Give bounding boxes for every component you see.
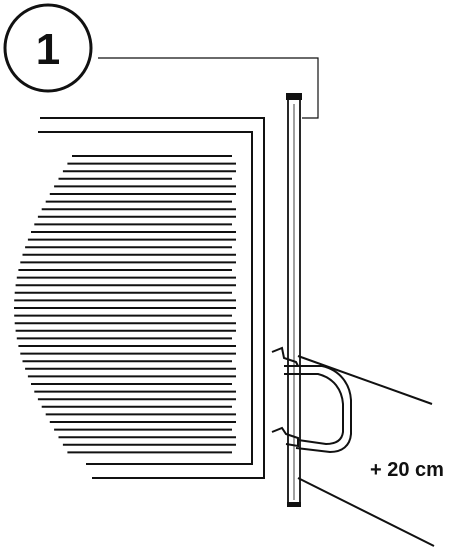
curtain-stripes [14, 155, 236, 454]
step-number: 1 [36, 25, 60, 74]
bracket-lower-clamp [271, 426, 299, 448]
mounting-bracket [271, 346, 352, 454]
lower-perspective-line [297, 477, 435, 547]
rod-top-cap [286, 93, 302, 100]
measurement-label: + 20 cm [370, 459, 444, 481]
bracket-body-outer [284, 365, 352, 454]
callout-leader-line [98, 57, 319, 119]
step-circle [3, 3, 93, 93]
frame-outer-outline [40, 117, 265, 479]
upper-perspective-line [297, 355, 433, 405]
bracket-body-inner [284, 373, 344, 446]
frame-inner-outline [38, 131, 253, 465]
vertical-rod [286, 93, 302, 507]
window-frame [38, 117, 265, 479]
rod-bottom-cap [287, 502, 301, 507]
step-badge: 1 [3, 3, 93, 93]
